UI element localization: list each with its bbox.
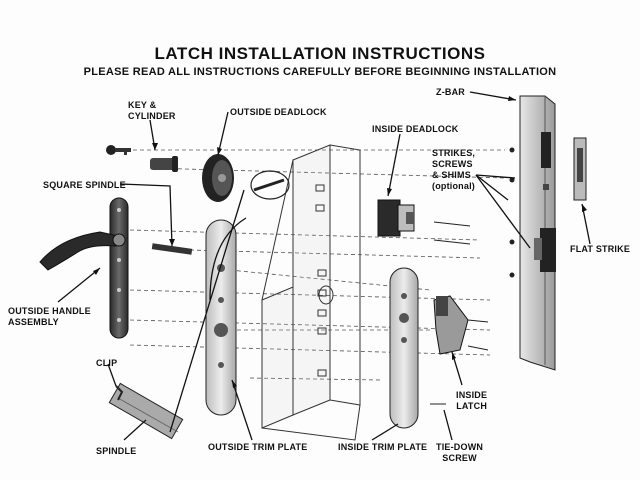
z-bar-icon (519, 95, 556, 371)
spindle-icon (108, 382, 184, 440)
label-outside-trim-plate: OUTSIDE TRIM PLATE (208, 442, 308, 452)
inside-trim-plate-icon (389, 267, 419, 429)
label-z-bar: Z-BAR (436, 87, 465, 97)
square-spindle-icon (151, 243, 193, 255)
inside-deadlock-icon (377, 199, 415, 237)
clip-icon (115, 385, 124, 401)
flat-strike-icon (573, 137, 587, 201)
label-flat-strike: FLAT STRIKE (570, 244, 631, 254)
page-subtitle: PLEASE READ ALL INSTRUCTIONS CAREFULLY B… (83, 66, 557, 78)
inside-latch-icon (433, 295, 469, 355)
label-outside-handle-assembly: OUTSIDE HANDLE ASSEMBLY (8, 306, 91, 327)
leader-lines (57, 91, 591, 441)
arrowheads (93, 96, 587, 388)
square-spindle-detail (250, 170, 290, 200)
label-inside-trim-plate: INSIDE TRIM PLATE (338, 442, 428, 452)
outside-handle-icon (39, 197, 129, 339)
label-outside-deadlock: OUTSIDE DEADLOCK (230, 107, 327, 117)
label-strikes-screws-shims: STRIKES, SCREWS & SHIMS (optional) (432, 148, 476, 191)
label-clip: CLIP (96, 358, 118, 368)
cylinder-icon (150, 156, 178, 172)
label-square-spindle: SQUARE SPINDLE (43, 180, 126, 190)
screws (430, 147, 515, 405)
label-inside-deadlock: INSIDE DEADLOCK (372, 124, 459, 134)
label-spindle: SPINDLE (96, 446, 137, 456)
page-title: LATCH INSTALLATION INSTRUCTIONS (154, 44, 486, 63)
outside-deadlock-icon (202, 154, 234, 202)
key-icon (106, 145, 131, 155)
outside-trim-plate-icon (205, 219, 237, 416)
label-tie-down-screw: TIE-DOWN SCREW (436, 442, 484, 463)
label-key-cylinder: KEY & CYLINDER (128, 100, 176, 121)
label-inside-latch: INSIDE LATCH (456, 390, 488, 411)
door-section (261, 144, 361, 441)
